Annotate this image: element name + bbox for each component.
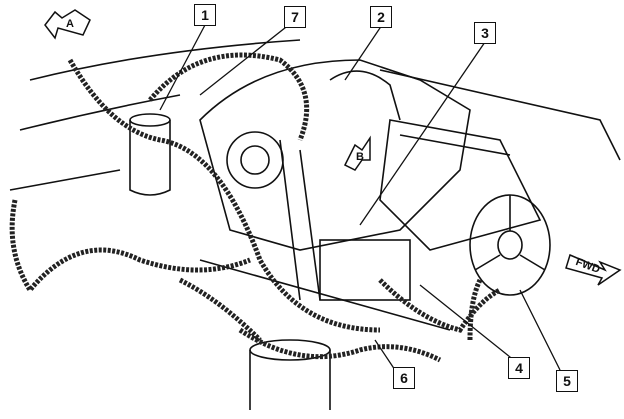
callout-5: 5 <box>556 370 578 392</box>
callout-6: 6 <box>393 367 415 389</box>
view-arrow-a-label: A <box>66 18 74 30</box>
callout-7: 7 <box>284 6 306 28</box>
callout-3: 3 <box>474 22 496 44</box>
callout-2: 2 <box>370 6 392 28</box>
view-arrow-a: A <box>44 9 91 40</box>
view-arrow-b-label: B <box>356 151 364 163</box>
callout-1: 1 <box>194 4 216 26</box>
callout-4: 4 <box>508 357 530 379</box>
view-arrow-b: B <box>343 135 371 171</box>
forward-direction-arrow: FWD <box>565 253 622 286</box>
